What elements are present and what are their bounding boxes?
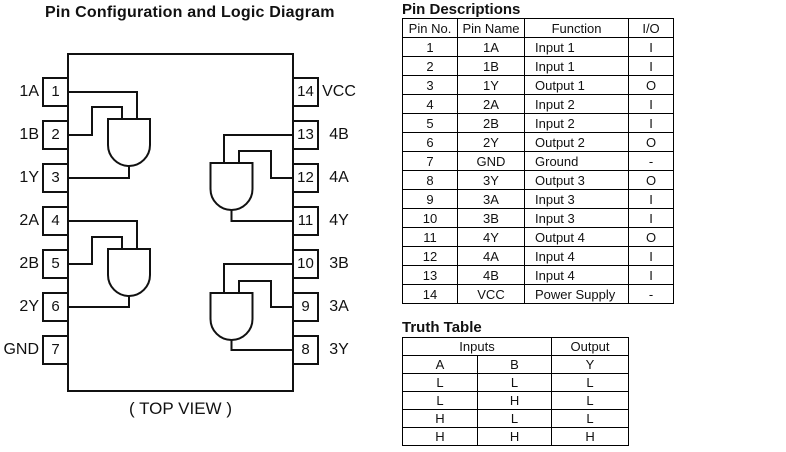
pin-box-4 <box>42 206 69 236</box>
wire-pin12-to-gate4 <box>238 150 293 179</box>
truth-table-col-header-row: A B Y <box>402 355 630 374</box>
pin-box-6 <box>42 292 69 322</box>
pin-box-10 <box>292 249 319 279</box>
col-header-b: B <box>476 355 553 374</box>
pin-box-13 <box>292 120 319 150</box>
top-view-caption: ( TOP VIEW ) <box>129 399 232 418</box>
pin-label-2B: 2B <box>19 255 39 272</box>
pin-number-13: 13 <box>297 126 314 143</box>
wire-gate2-to-pin6 <box>68 296 130 308</box>
pin-box-2 <box>42 120 69 150</box>
pin-number-12: 12 <box>297 169 314 186</box>
pin-descriptions-title: Pin Descriptions <box>402 1 521 18</box>
wire-pin4-to-gate2 <box>68 220 138 249</box>
pin-box-3 <box>42 163 69 193</box>
pin-label-1B: 1B <box>19 126 39 143</box>
group-header-inputs: Inputs <box>401 337 553 356</box>
pin-label-GND: GND <box>3 341 39 358</box>
pin-label-1A: 1A <box>19 83 39 100</box>
pin-number-10: 10 <box>297 255 314 272</box>
pin-label-4B: 4B <box>329 126 349 143</box>
wire-pin1-to-gate1 <box>68 91 138 119</box>
wire-gate1-to-pin3 <box>68 166 130 179</box>
pin-box-5 <box>42 249 69 279</box>
wire-pin13-to-gate4 <box>223 134 293 163</box>
col-header-pin-name: Pin Name <box>457 18 525 38</box>
pin-box-7 <box>42 335 69 365</box>
pin-label-VCC: VCC <box>322 83 356 100</box>
pin-number-11: 11 <box>297 212 314 229</box>
truth-table-group-header-row: Inputs Output <box>401 337 630 356</box>
pin-label-2A: 2A <box>19 212 39 229</box>
and-gate-4 <box>209 162 254 211</box>
pin-box-9 <box>292 292 319 322</box>
pin-label-4A: 4A <box>329 169 349 186</box>
ic-body <box>67 53 294 392</box>
pin-number-2: 2 <box>51 126 60 143</box>
pin-number-7: 7 <box>51 341 60 358</box>
pin-number-9: 9 <box>301 298 310 315</box>
pin-label-3B: 3B <box>329 255 349 272</box>
pin-label-3A: 3A <box>329 298 349 315</box>
pin-number-1: 1 <box>51 83 60 100</box>
and-gate-1 <box>107 118 151 167</box>
col-header-y: Y <box>551 355 630 374</box>
page-title: Pin Configuration and Logic Diagram <box>45 4 335 21</box>
and-gate-3 <box>209 292 254 341</box>
pin-label-3Y: 3Y <box>329 341 349 358</box>
pin-number-5: 5 <box>51 255 60 272</box>
pin-number-6: 6 <box>51 298 60 315</box>
pin-configuration-diagram <box>42 53 319 392</box>
group-header-output: Output <box>551 337 630 356</box>
wire-pin5-to-gate2 <box>68 236 123 265</box>
wire-pin2-to-gate1 <box>68 106 123 136</box>
pin-box-1 <box>42 77 69 107</box>
pin-number-14: 14 <box>297 83 314 100</box>
col-header-pin-no: Pin No. <box>402 18 458 38</box>
pin-box-8 <box>292 335 319 365</box>
pin-label-1Y: 1Y <box>19 169 39 186</box>
pin-box-14 <box>292 77 319 107</box>
pin-number-3: 3 <box>51 169 60 186</box>
pin-box-11 <box>292 206 319 236</box>
pin-table-header-row: Pin No. Pin Name Function I/O <box>402 18 674 38</box>
wire-pin10-to-gate3 <box>223 263 293 293</box>
wire-gate4-to-pin11 <box>230 210 293 222</box>
pin-box-12 <box>292 163 319 193</box>
col-header-io: I/O <box>628 18 674 38</box>
and-gate-2 <box>107 248 151 297</box>
pin-number-4: 4 <box>51 212 60 229</box>
col-header-function: Function <box>524 18 629 38</box>
wire-gate3-to-pin8 <box>230 340 293 351</box>
col-header-a: A <box>402 355 478 374</box>
wire-pin9-to-gate3 <box>238 280 293 308</box>
truth-table-title: Truth Table <box>402 319 482 336</box>
pin-number-8: 8 <box>301 341 310 358</box>
pin-label-2Y: 2Y <box>19 298 39 315</box>
pin-label-4Y: 4Y <box>329 212 349 229</box>
